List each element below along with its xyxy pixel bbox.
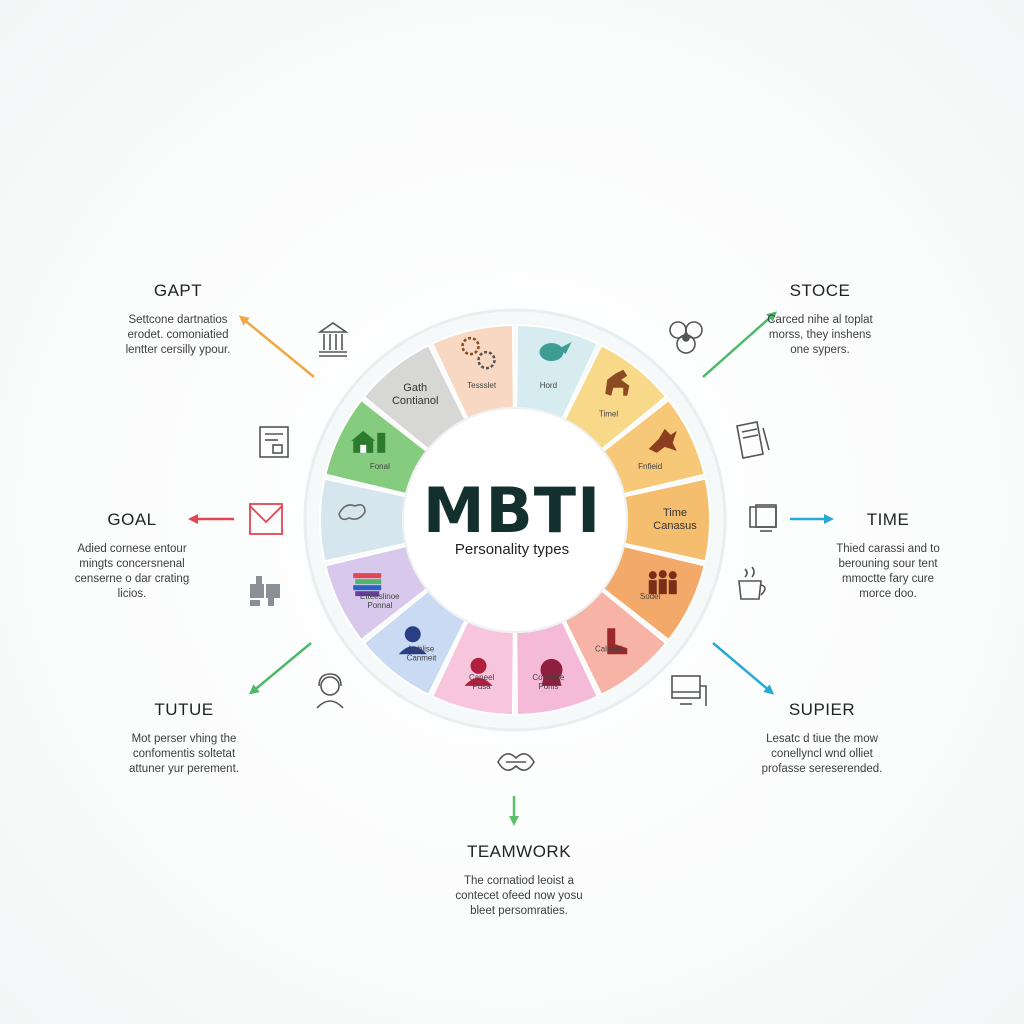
desc-line: erodet. comoniatied xyxy=(127,329,229,341)
arrow-gapt xyxy=(238,315,315,378)
desc-line: Thied carassi and to xyxy=(836,543,940,555)
center-title: MBTI xyxy=(422,474,602,547)
desc-line: The cornatiod leoist a xyxy=(464,875,574,887)
desc-line: morss, they inshens xyxy=(768,329,872,341)
network-icon xyxy=(669,321,703,354)
arrow-stoce xyxy=(702,311,777,378)
desc-line: attuner yur perement. xyxy=(129,763,239,775)
bank-icon xyxy=(317,322,349,357)
segment-label: Sodel xyxy=(640,592,661,601)
label-title: TUTUE xyxy=(154,700,214,719)
desc-line: mingts concersnenal xyxy=(79,558,185,570)
label-description: Carced nihe al toplat morss, they inshen… xyxy=(720,313,920,358)
wheel-center-disc xyxy=(402,407,628,633)
desc-line: one sypers. xyxy=(790,344,850,356)
label-description: Settcone dartnatios erodet. comoniatied … xyxy=(78,313,278,358)
paper-pen-icon xyxy=(736,421,770,459)
house-icon xyxy=(351,430,386,453)
desc-line: contecet ofeed now yosu xyxy=(455,890,583,902)
label-description: The cornatiod leoist a contecet ofeed no… xyxy=(419,874,619,919)
handshake-icon xyxy=(497,753,535,771)
people-icon xyxy=(648,570,677,595)
horse-icon xyxy=(605,369,630,396)
segment-label: Fnfieid xyxy=(638,462,662,471)
label-description: Adied cornese entour mingts concersnenal… xyxy=(32,542,232,602)
label-teamwork: TEAMWORK The cornatiod leoist a contecet… xyxy=(419,842,619,919)
monitor-icon xyxy=(749,504,777,532)
desc-line: Carced nihe al toplat xyxy=(767,314,873,326)
lion-icon xyxy=(540,658,563,686)
center-subtitle: Personality types xyxy=(454,541,570,558)
segment-label: Hord xyxy=(540,381,557,390)
gears-icon xyxy=(461,336,496,370)
puzzle-icon xyxy=(250,576,280,606)
label-title: STOCE xyxy=(789,281,851,300)
envelope-icon xyxy=(249,503,283,535)
label-title: SUPIER xyxy=(788,700,856,719)
label-description: Mot perser vhing the confomentis solteta… xyxy=(84,732,284,777)
label-title: GOAL xyxy=(107,510,157,529)
headset-user-icon xyxy=(316,673,344,709)
desc-line: confomentis soltetat xyxy=(132,748,236,760)
desc-line: bleet persomraties. xyxy=(470,905,568,917)
segment-label: Fonal xyxy=(370,462,390,471)
desc-line: mmoctte fary cure xyxy=(841,573,935,585)
label-description: Lesatc d tiue the mow conellyncl wnd oll… xyxy=(722,732,922,777)
desc-line: licios. xyxy=(117,588,147,600)
label-title: GAPT xyxy=(153,281,203,300)
label-description: Thied carassi and to berouning sour tent… xyxy=(788,542,988,602)
arrow-supier xyxy=(712,642,775,695)
label-supier: SUPIER Lesatc d tiue the mow conellyncl … xyxy=(722,700,922,777)
coffee-cup-icon xyxy=(738,566,766,600)
desc-line: Mot perser vhing the xyxy=(131,733,237,745)
label-gapt: GAPT Settcone dartnatios erodet. comonia… xyxy=(78,281,278,358)
label-goal: GOAL Adied cornese entour mingts concers… xyxy=(32,510,232,602)
segment-label: Calenid xyxy=(595,644,622,653)
bird-icon xyxy=(539,342,572,362)
desc-line: Settcone dartnatios xyxy=(128,314,228,326)
arrow-tutue xyxy=(248,642,312,695)
segment-label: Timel xyxy=(599,410,618,419)
boot-icon xyxy=(607,628,628,655)
desc-line: conellyncl wnd olliet xyxy=(771,748,873,760)
desc-line: morce doo. xyxy=(859,588,917,600)
desc-line: Adied cornese entour xyxy=(77,543,187,555)
desc-line: censerne o dar crating xyxy=(74,573,190,585)
animal-icon xyxy=(338,504,366,521)
segment-label: Tessslet xyxy=(467,381,497,390)
person-icon xyxy=(464,657,493,686)
books-icon xyxy=(353,573,382,597)
label-title: TEAMWORK xyxy=(466,842,572,861)
computer-icon xyxy=(671,675,707,706)
desc-line: Lesatc d tiue the mow xyxy=(766,733,878,745)
person-icon xyxy=(398,626,427,655)
desc-line: berouning sour tent xyxy=(838,558,938,570)
desc-line: lentter cersilly ypour. xyxy=(125,344,231,356)
label-title: TIME xyxy=(866,510,910,529)
document-icon xyxy=(259,426,289,458)
label-stoce: STOCE Carced nihe al toplat morss, they … xyxy=(720,281,920,358)
label-tutue: TUTUE Mot perser vhing the confomentis s… xyxy=(84,700,284,777)
desc-line: profasse sereserended. xyxy=(761,763,883,775)
dragon-icon xyxy=(648,428,677,453)
label-time: TIME Thied carassi and to berouning sour… xyxy=(788,510,988,602)
